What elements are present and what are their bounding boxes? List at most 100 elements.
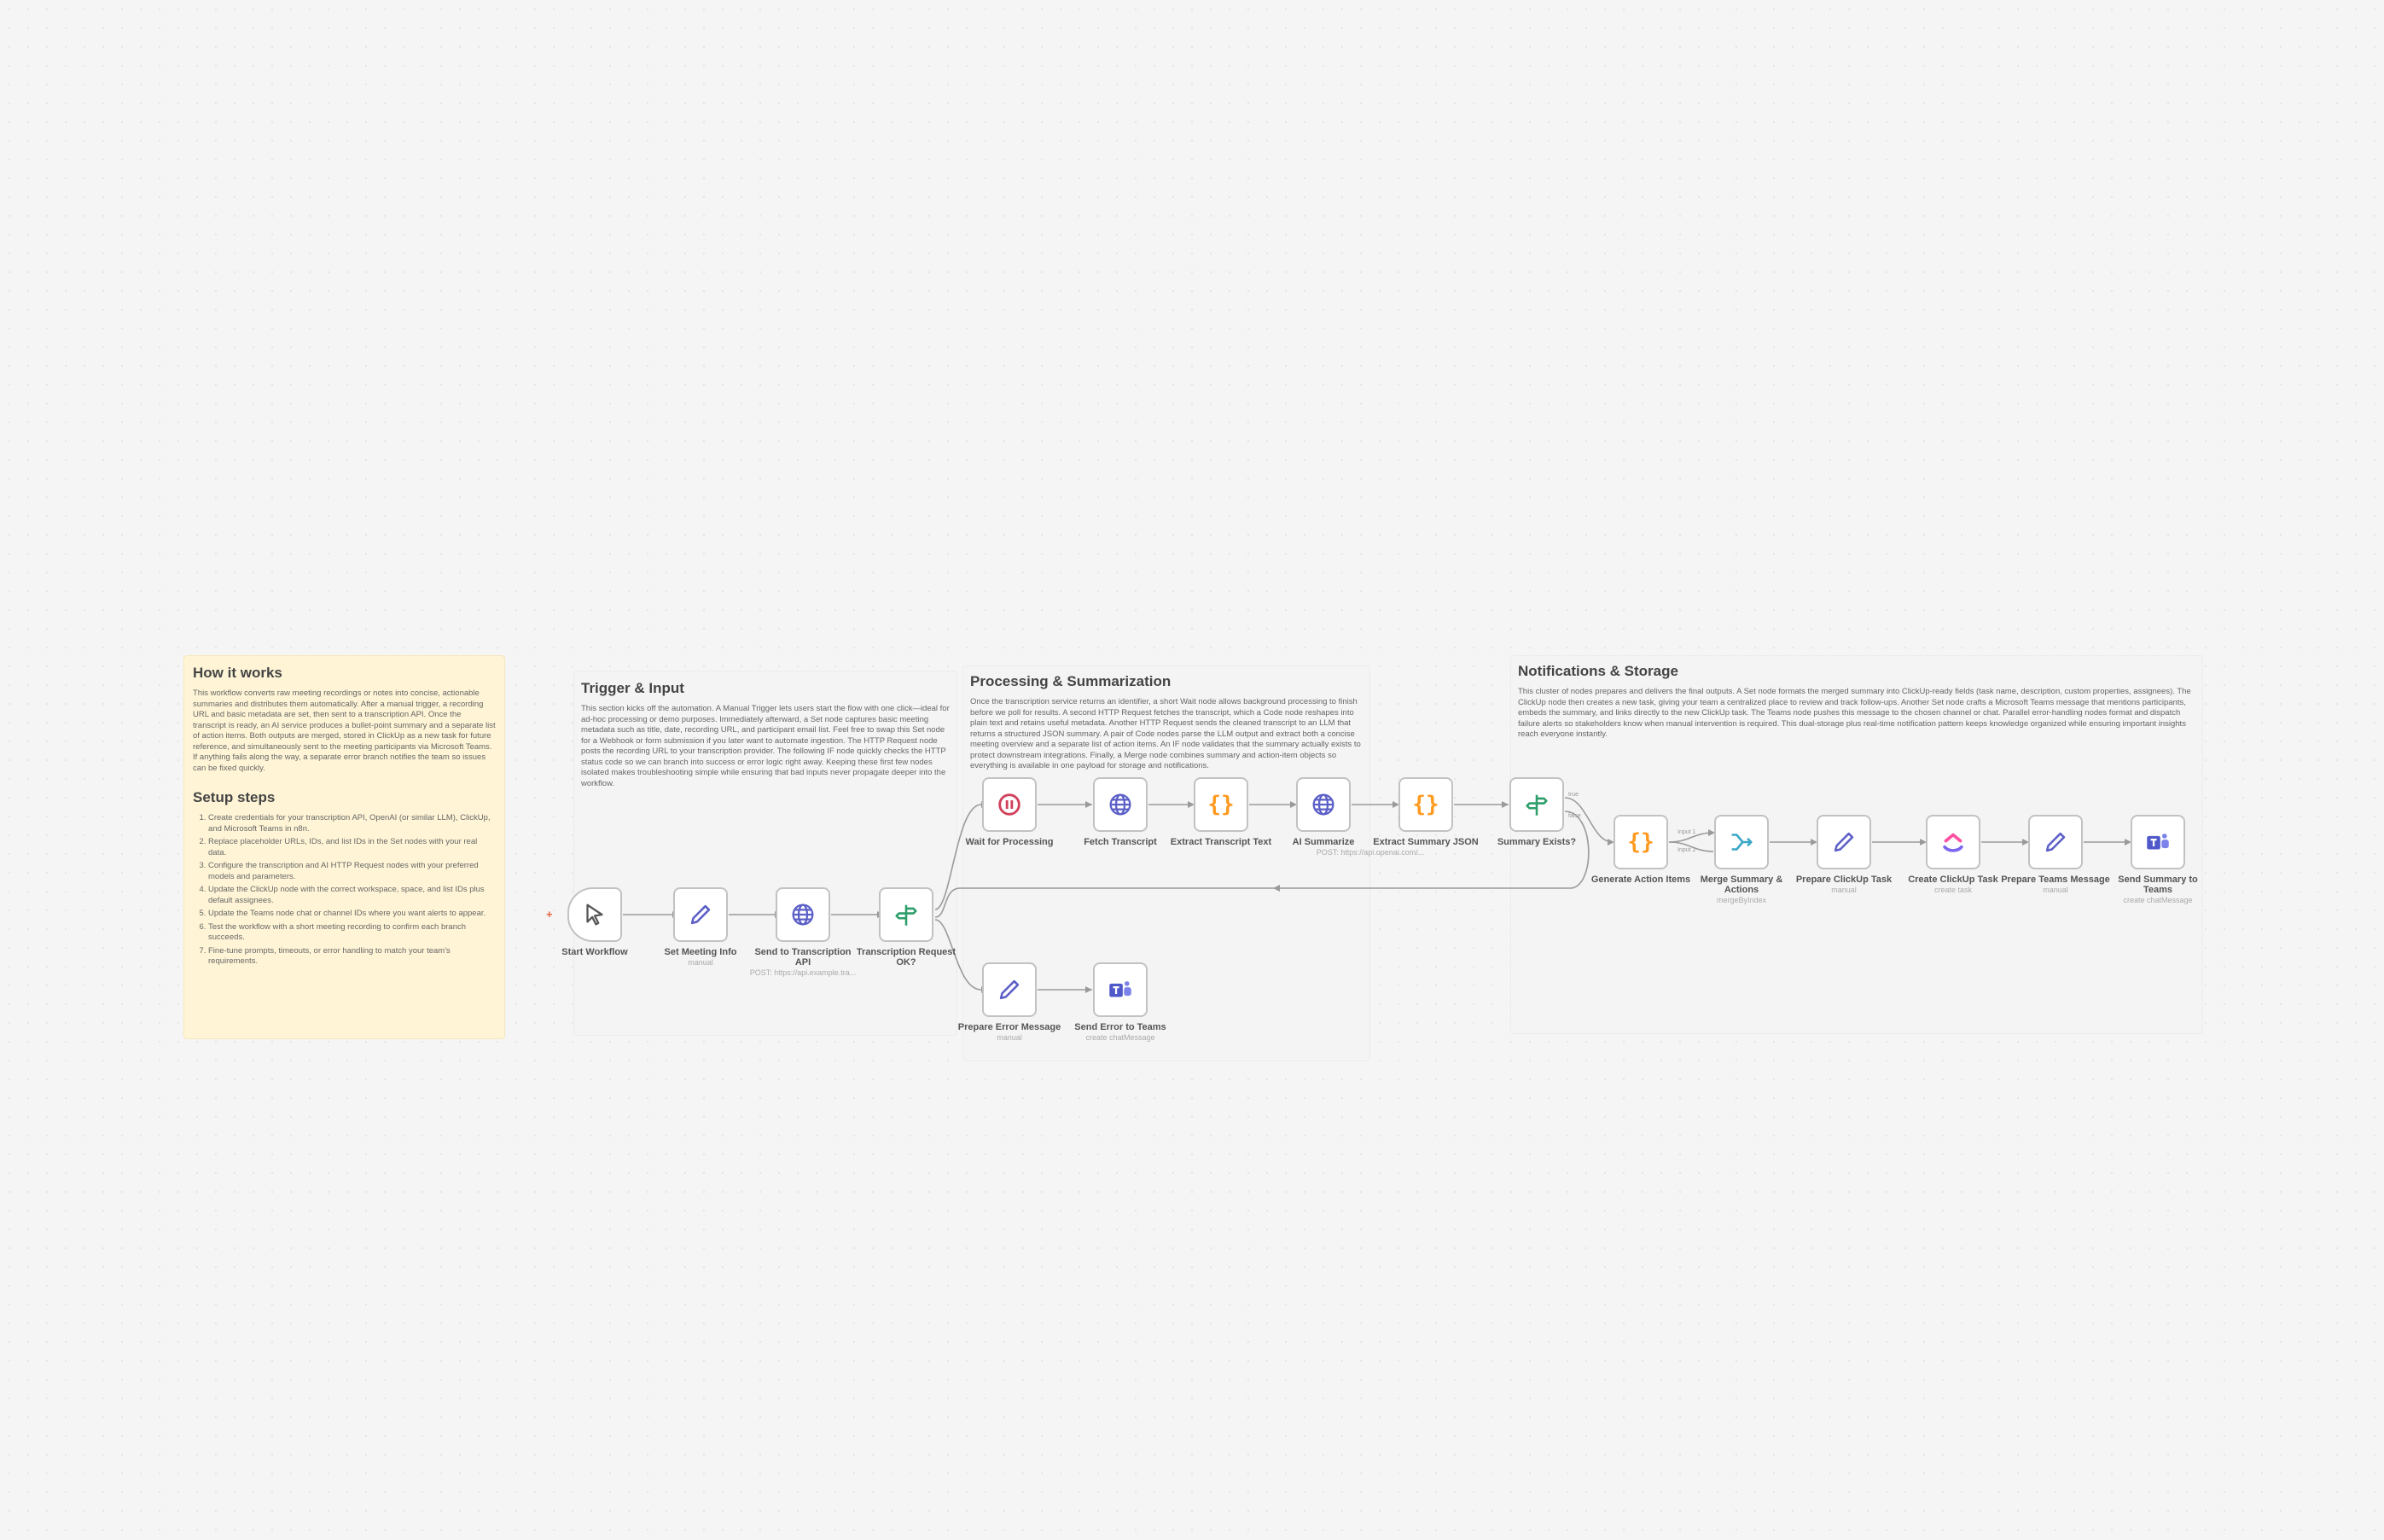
node-label: Send Error to Teams bbox=[1074, 1022, 1166, 1032]
node-label: Send to Transcription API bbox=[754, 947, 852, 968]
setup-step: Fine-tune prompts, timeouts, or error ha… bbox=[208, 946, 496, 968]
add-trigger-icon[interactable]: + bbox=[546, 908, 553, 921]
pencil-icon bbox=[1834, 832, 1854, 852]
node-ai-summarize[interactable]: AI Summarize POST: https://api.openai.co… bbox=[1268, 777, 1424, 857]
connection-if-false-to-error bbox=[934, 919, 982, 991]
node-label: Prepare Teams Message bbox=[2001, 875, 2110, 885]
sticky-body: This workflow converts raw meeting recor… bbox=[193, 689, 496, 773]
teams-icon bbox=[2147, 834, 2169, 850]
arrow-head bbox=[1920, 839, 1927, 846]
node-label: Set Meeting Info bbox=[664, 947, 737, 957]
node-subtitle: manual bbox=[2043, 886, 2068, 894]
node-subtitle: POST: https://api.openai.com/... bbox=[1316, 848, 1425, 857]
arrow-head bbox=[1188, 801, 1195, 808]
node-send-error-to-teams[interactable]: Send Error to Teams create chatMessage bbox=[1065, 962, 1176, 1043]
node-label: Send Summary to Teams bbox=[2118, 875, 2198, 895]
merge-input-1-label: Input 1 bbox=[1678, 829, 1696, 835]
pencil-icon bbox=[999, 979, 1020, 1000]
node-box[interactable]: {} bbox=[1398, 777, 1453, 832]
teams-icon bbox=[1109, 981, 1131, 997]
node-generate-action-items[interactable]: {} Generate Action Items bbox=[1585, 815, 1696, 885]
node-merge-summary-actions[interactable]: Merge Summary & Actions mergeByIndex bbox=[1686, 815, 1797, 905]
sticky-title: How it works bbox=[193, 665, 282, 681]
setup-step: Update the ClickUp node with the correct… bbox=[208, 885, 496, 906]
node-label: Transcription Request OK? bbox=[856, 947, 957, 968]
pencil-icon bbox=[2045, 832, 2066, 852]
setup-step: Configure the transcription and AI HTTP … bbox=[208, 861, 496, 882]
connection-if-true-to-wait bbox=[934, 804, 982, 910]
node-prepare-teams-message[interactable]: Prepare Teams Message manual bbox=[2000, 815, 2111, 895]
node-transcription-request-ok[interactable]: Transcription Request OK? bbox=[851, 887, 962, 968]
node-box[interactable] bbox=[1509, 777, 1564, 832]
connection-generate-to-merge-2 bbox=[1668, 841, 1714, 852]
node-box[interactable] bbox=[1714, 815, 1769, 869]
globe-icon bbox=[1109, 793, 1131, 816]
node-box[interactable] bbox=[1296, 777, 1351, 832]
node-label: Merge Summary & Actions bbox=[1700, 875, 1783, 895]
globe-icon bbox=[1312, 793, 1334, 816]
node-label: Create ClickUp Task bbox=[1908, 875, 1998, 885]
arrow-head bbox=[1290, 801, 1297, 808]
arrow-head bbox=[1811, 839, 1817, 846]
node-create-clickup-task[interactable]: Create ClickUp Task create task bbox=[1898, 815, 2009, 895]
node-box[interactable] bbox=[673, 887, 728, 942]
node-box[interactable] bbox=[982, 777, 1037, 832]
node-box[interactable]: {} bbox=[1614, 815, 1668, 869]
node-send-summary-to-teams[interactable]: Send Summary to Teams create chatMessage bbox=[2102, 815, 2213, 905]
node-box[interactable] bbox=[1926, 815, 1980, 869]
sticky-title: Processing & Summarization bbox=[970, 673, 1172, 689]
node-subtitle: manual bbox=[997, 1033, 1022, 1042]
connection-if-false-loop bbox=[934, 811, 1590, 918]
node-box[interactable] bbox=[1093, 777, 1148, 832]
node-extract-summary-json[interactable]: {} Extract Summary JSON bbox=[1370, 777, 1481, 847]
node-wait-for-processing[interactable]: Wait for Processing bbox=[954, 777, 1065, 847]
arrow-head bbox=[1273, 885, 1280, 892]
branch-icon bbox=[895, 904, 917, 926]
node-extract-transcript-text[interactable]: {} Extract Transcript Text bbox=[1166, 777, 1276, 847]
node-box[interactable]: {} bbox=[1194, 777, 1248, 832]
node-box[interactable] bbox=[2028, 815, 2083, 869]
branch-label-false: false bbox=[1568, 813, 1581, 819]
pencil-icon bbox=[690, 904, 711, 925]
setup-step: Create credentials for your transcriptio… bbox=[208, 813, 496, 834]
node-box[interactable] bbox=[567, 887, 622, 942]
node-box[interactable] bbox=[776, 887, 830, 942]
arrow-head bbox=[2022, 839, 2029, 846]
node-box[interactable] bbox=[1093, 962, 1148, 1017]
node-label: Extract Transcript Text bbox=[1170, 837, 1272, 847]
merge-icon bbox=[1731, 834, 1753, 851]
setup-step: Replace placeholder URLs, IDs, and list … bbox=[208, 837, 496, 858]
node-summary-exists[interactable]: Summary Exists? bbox=[1481, 777, 1592, 847]
branch-label-true: true bbox=[1568, 792, 1579, 798]
node-label: Wait for Processing bbox=[965, 837, 1054, 847]
node-box[interactable] bbox=[2131, 815, 2185, 869]
setup-steps-list: Create credentials for your transcriptio… bbox=[193, 813, 496, 968]
node-box[interactable] bbox=[982, 962, 1037, 1017]
node-start-workflow[interactable]: Start Workflow bbox=[539, 887, 650, 957]
node-set-meeting-info[interactable]: Set Meeting Info manual bbox=[645, 887, 756, 968]
arrow-head bbox=[1085, 801, 1092, 808]
node-box[interactable] bbox=[1817, 815, 1871, 869]
sticky-trigger-input[interactable]: Trigger & Input This section kicks off t… bbox=[573, 671, 957, 1036]
node-subtitle: mergeByIndex bbox=[1716, 896, 1767, 904]
braces-icon: {} bbox=[1627, 829, 1654, 855]
arrow-head bbox=[1393, 801, 1399, 808]
arrow-head bbox=[2125, 839, 2131, 846]
node-prepare-clickup-task[interactable]: Prepare ClickUp Task manual bbox=[1788, 815, 1899, 895]
node-label: Generate Action Items bbox=[1590, 875, 1691, 885]
braces-icon: {} bbox=[1412, 792, 1439, 817]
node-prepare-error-message[interactable]: Prepare Error Message manual bbox=[954, 962, 1065, 1043]
arrow-head bbox=[1608, 839, 1614, 846]
node-subtitle: manual bbox=[1831, 886, 1857, 894]
sticky-how-it-works[interactable]: How it works This workflow converts raw … bbox=[183, 655, 505, 1039]
node-send-to-transcription-api[interactable]: Send to Transcription API POST: https://… bbox=[747, 887, 858, 978]
setup-title: Setup steps bbox=[193, 789, 276, 805]
node-fetch-transcript[interactable]: Fetch Transcript bbox=[1065, 777, 1176, 847]
node-subtitle: create chatMessage bbox=[1085, 1033, 1155, 1042]
node-subtitle: create chatMessage bbox=[2123, 896, 2193, 904]
node-label: Start Workflow bbox=[561, 947, 628, 957]
sticky-body: This section kicks off the automation. A… bbox=[581, 704, 950, 788]
node-box[interactable] bbox=[879, 887, 933, 942]
